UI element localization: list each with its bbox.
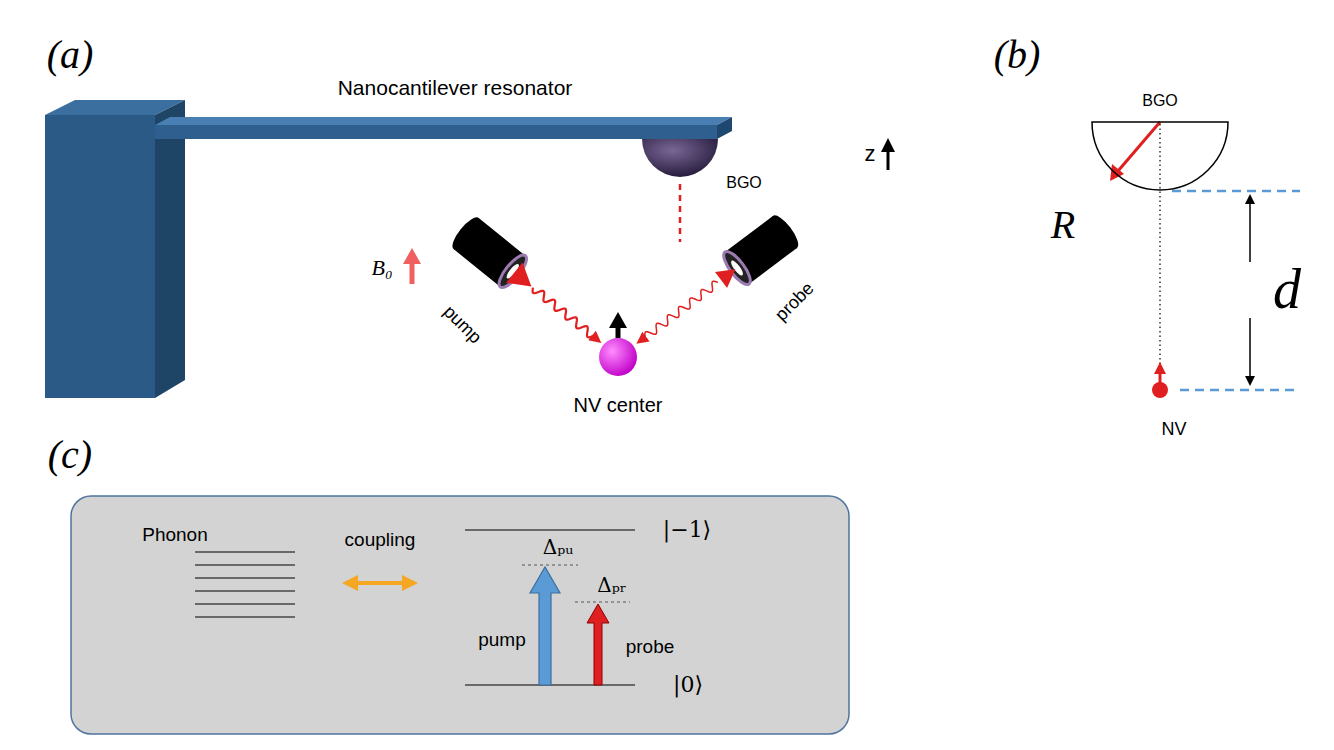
label: d	[1273, 259, 1301, 321]
axis-dashed	[679, 184, 682, 242]
radius-arrow	[1110, 122, 1160, 181]
label: BGO	[726, 174, 762, 192]
spin-arrow	[609, 312, 627, 338]
z-axis-arrow	[881, 138, 895, 170]
panel-ground	[71, 496, 849, 734]
spin-levels	[465, 530, 635, 685]
node-text: pump	[478, 630, 526, 651]
label: probe	[772, 279, 819, 326]
panel-letter: (b)	[994, 33, 1041, 77]
bgo-hemisphere: BGO	[1090, 75, 1230, 200]
beam-head	[588, 331, 605, 348]
label: Nanocantilever resonator	[338, 76, 573, 99]
center-axis	[1159, 124, 1160, 380]
coupling-arrow	[342, 575, 418, 591]
energy-level-panel: Phonon coupling |−1⟩ |0⟩ ΔₚᵤΔₚᵣ pump probe	[70, 495, 850, 735]
pump-transition	[530, 567, 560, 685]
support-block	[45, 100, 185, 398]
phonon-levels	[195, 552, 295, 617]
light-beam	[642, 279, 720, 341]
node-text: BGO	[1142, 92, 1178, 110]
label: NV	[1161, 420, 1186, 440]
panel-letter: (a)	[47, 33, 94, 77]
hemisphere-outline	[1092, 122, 1228, 190]
node-text: Phonon	[142, 525, 208, 546]
cantilever-beam	[155, 117, 732, 139]
reference-line	[1180, 389, 1300, 392]
nv-spin-arrow	[1154, 362, 1166, 384]
node-text: Δₚᵤ	[543, 536, 573, 558]
label: NV center	[574, 394, 663, 416]
beam-head	[633, 332, 650, 349]
bgo-sphere	[642, 139, 718, 177]
light-beam	[531, 285, 597, 340]
node-text: Δₚᵣ	[597, 574, 626, 596]
probe-laser	[624, 212, 802, 360]
node-text: |0⟩	[673, 673, 703, 697]
label: z	[865, 142, 876, 166]
label: B₀	[371, 256, 392, 280]
label: pump	[439, 302, 485, 348]
node-text: probe	[626, 637, 675, 658]
panel-letter: (c)	[48, 433, 92, 477]
node-text: coupling	[345, 530, 416, 551]
label: R	[1051, 203, 1075, 247]
distance-arrows	[1245, 194, 1255, 386]
reference-line	[1172, 190, 1300, 193]
nv-dot	[1152, 382, 1168, 398]
probe-transition	[587, 604, 609, 685]
nv-center	[599, 338, 637, 376]
field-arrow	[403, 248, 421, 284]
node-text: |−1⟩	[663, 518, 711, 542]
